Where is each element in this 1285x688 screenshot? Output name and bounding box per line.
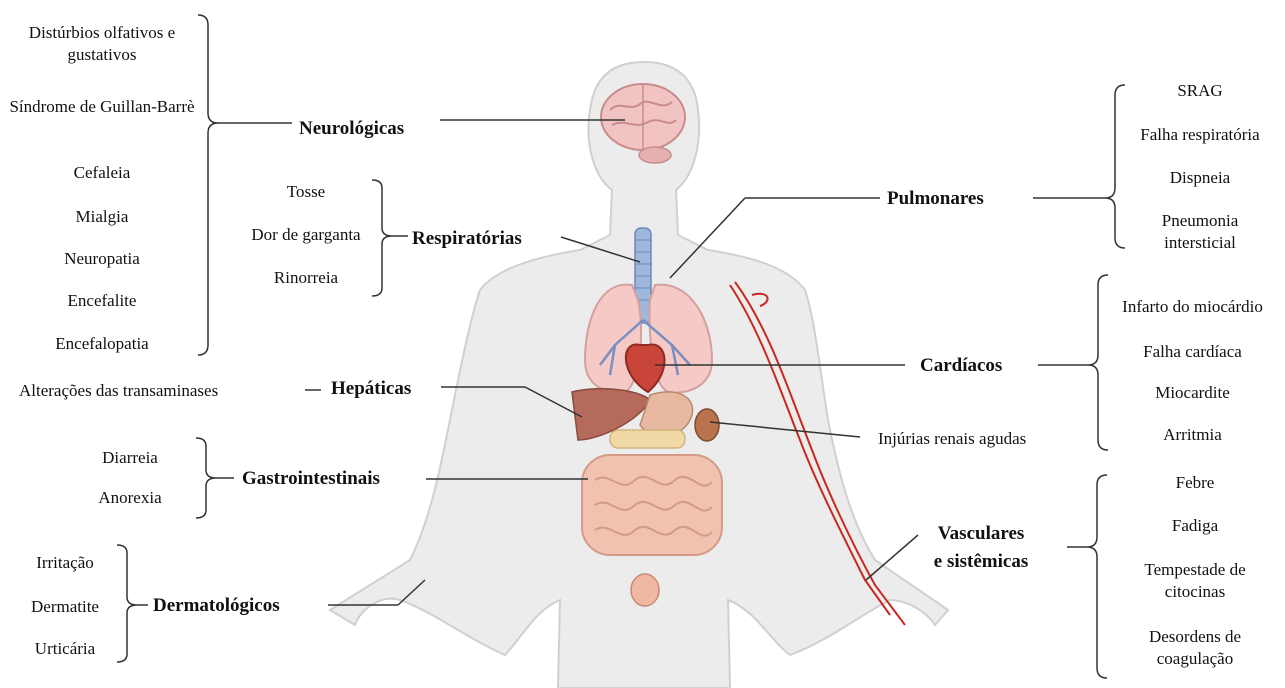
vasc-item-fever: Febre bbox=[1115, 472, 1275, 494]
category-sistemicas: e sistêmicas bbox=[921, 551, 1041, 573]
vasc-item-fatigue: Fadiga bbox=[1115, 515, 1275, 537]
category-dermatologicos: Dermatológicos bbox=[153, 595, 280, 617]
category-pulmonares: Pulmonares bbox=[887, 188, 984, 210]
neuro-item-encephalopathy: Encefalopatia bbox=[2, 333, 202, 355]
category-cardiacos: Cardíacos bbox=[920, 355, 1002, 377]
pulm-item-interstitial-pneumonia: Pneumonia intersticial bbox=[1150, 210, 1250, 254]
category-gastrointestinais: Gastrointestinais bbox=[242, 468, 380, 490]
card-item-myocarditis: Miocardite bbox=[1100, 382, 1285, 404]
resp-item-cough: Tosse bbox=[226, 181, 386, 203]
card-item-myocardial-infarction: Infarto do miocárdio bbox=[1100, 296, 1285, 318]
card-item-arrhythmia: Arritmia bbox=[1100, 424, 1285, 446]
renal-item-acute-kidney-injury: Injúrias renais agudas bbox=[878, 428, 1026, 450]
card-item-heart-failure: Falha cardíaca bbox=[1100, 341, 1285, 363]
kidney bbox=[695, 409, 719, 441]
gastro-item-anorexia: Anorexia bbox=[60, 487, 200, 509]
neuro-item-neuropathy: Neuropatia bbox=[2, 248, 202, 270]
neuro-item-olfactory: Distúrbios olfativos e gustativos bbox=[2, 22, 202, 66]
neuro-item-headache: Cefaleia bbox=[2, 162, 202, 184]
derm-item-dermatitis: Dermatite bbox=[5, 596, 125, 618]
resp-item-sore-throat: Dor de garganta bbox=[226, 224, 386, 246]
vasc-item-cytokine-storm: Tempestade de citocinas bbox=[1125, 559, 1265, 603]
resp-item-rhinorrhea: Rinorreia bbox=[226, 267, 386, 289]
derm-item-urticaria: Urticária bbox=[5, 638, 125, 660]
vasc-item-coagulation-disorders: Desordens de coagulação bbox=[1135, 626, 1255, 670]
category-vasculares: Vasculares bbox=[926, 523, 1036, 545]
hep-item-transaminases: Alterações das transaminases bbox=[19, 380, 218, 402]
gastro-item-diarrhea: Diarreia bbox=[60, 447, 200, 469]
derm-item-irritation: Irritação bbox=[5, 552, 125, 574]
pulm-item-dyspnea: Dispneia bbox=[1125, 167, 1275, 189]
neuro-item-guillain-barre: Síndrome de Guillan-Barrè bbox=[2, 96, 202, 118]
neuro-item-myalgia: Mialgia bbox=[2, 206, 202, 228]
pulm-item-respiratory-failure: Falha respiratória bbox=[1125, 124, 1275, 146]
neuro-item-encephalitis: Encefalite bbox=[2, 290, 202, 312]
category-respiratorias: Respiratórias bbox=[412, 228, 522, 250]
category-hepaticas: Hepáticas bbox=[331, 378, 411, 400]
pulm-item-srag: SRAG bbox=[1125, 80, 1275, 102]
category-neurologicas: Neurológicas bbox=[299, 118, 404, 140]
